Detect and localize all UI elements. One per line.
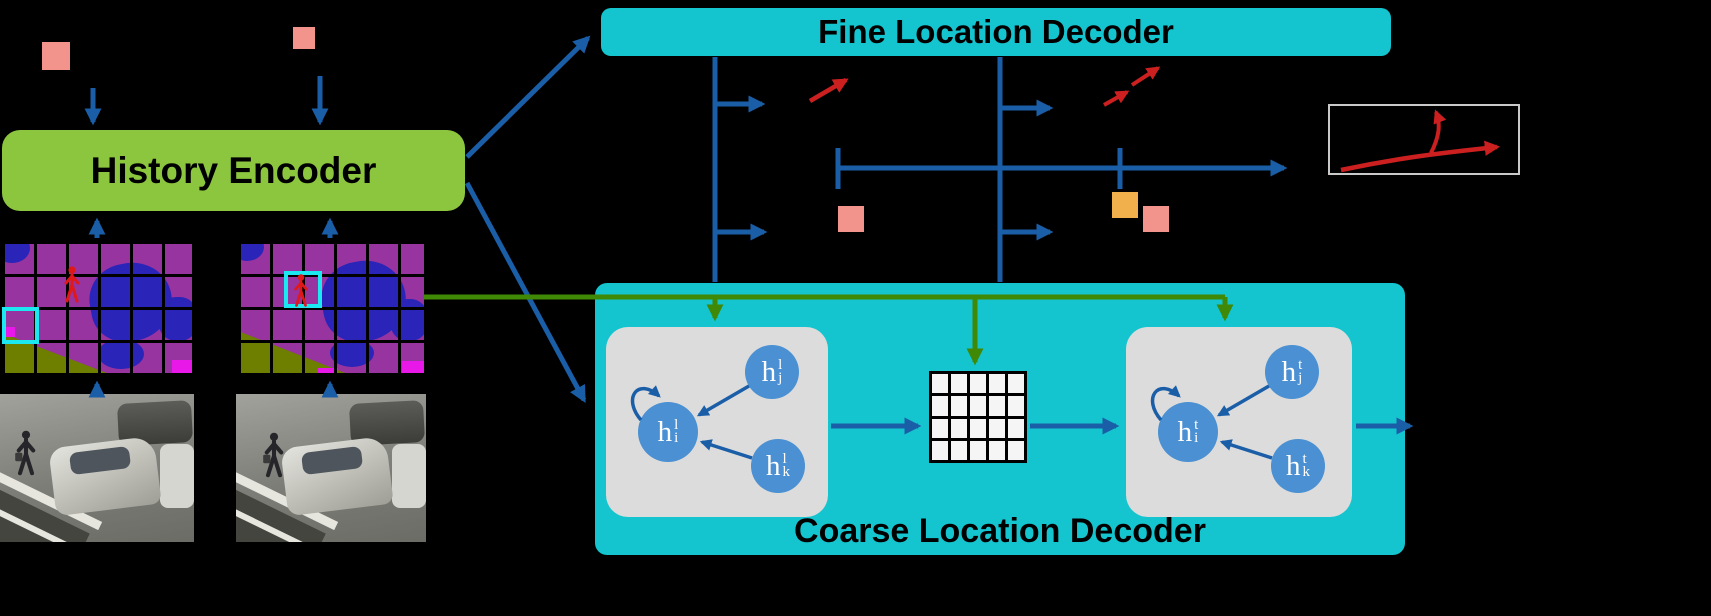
fine-offset-arrow-stept-a bbox=[1103, 90, 1130, 107]
predicted-trajectory-box bbox=[1328, 104, 1520, 175]
history-encoder-box: History Encoder bbox=[2, 130, 465, 211]
grid-cell bbox=[951, 396, 967, 416]
grid-cell bbox=[1008, 440, 1024, 460]
grid-cell bbox=[1008, 374, 1024, 394]
coarse-cell-marker-stept bbox=[1143, 206, 1169, 232]
photo-car-white bbox=[160, 444, 194, 508]
pedestrian-icon bbox=[64, 266, 80, 303]
pedestrian-icon bbox=[294, 274, 308, 307]
grid-cell bbox=[951, 440, 967, 460]
fine-location-decoder-box: Fine Location Decoder bbox=[601, 8, 1391, 56]
photo-car-silver bbox=[48, 435, 162, 517]
highlighted-cell bbox=[284, 271, 322, 308]
pedestrian-photo-icon bbox=[263, 432, 284, 478]
coarse-grid bbox=[929, 371, 1027, 463]
grid-cell bbox=[932, 440, 948, 460]
scene-photo-t2 bbox=[236, 394, 426, 542]
grid-cell bbox=[970, 418, 986, 438]
grid-cell bbox=[1008, 418, 1024, 438]
pedestrian-photo-icon bbox=[15, 430, 36, 476]
grid-cell bbox=[951, 374, 967, 394]
grid-cell bbox=[970, 396, 986, 416]
semantic-map-t2 bbox=[236, 239, 426, 376]
pedestrian-marker-t1 bbox=[42, 42, 70, 70]
grid-cell bbox=[989, 418, 1005, 438]
arrow-encoder-to-fine-decoder bbox=[465, 35, 591, 159]
photo-car-silver bbox=[280, 435, 394, 517]
grid-cell bbox=[989, 440, 1005, 460]
grid-cell bbox=[932, 374, 948, 394]
highlighted-cell bbox=[2, 307, 39, 344]
grid-cell bbox=[989, 396, 1005, 416]
photo-car-white bbox=[392, 444, 426, 508]
fine-location-decoder-label: Fine Location Decoder bbox=[818, 13, 1174, 50]
arrow-encoder-to-coarse-decoder bbox=[464, 181, 587, 403]
coarse-location-decoder-label: Coarse Location Decoder bbox=[794, 512, 1206, 550]
semantic-map-t1 bbox=[0, 239, 194, 376]
grid-cell bbox=[1008, 396, 1024, 416]
fine-offset-arrow-stept-b bbox=[1130, 66, 1161, 87]
car-window bbox=[300, 445, 364, 476]
grid-cell bbox=[989, 374, 1005, 394]
scene-photo-t1 bbox=[0, 394, 194, 542]
seg-gridlines bbox=[238, 241, 424, 374]
car-window bbox=[68, 445, 132, 476]
pedestrian-marker-t2 bbox=[293, 27, 315, 49]
grid-cell bbox=[932, 396, 948, 416]
coarse-cell-marker-step1 bbox=[838, 206, 864, 232]
history-encoder-label: History Encoder bbox=[90, 149, 377, 191]
coarse-cell-marker-alt bbox=[1112, 192, 1138, 218]
grid-cell bbox=[970, 440, 986, 460]
grid-cell bbox=[932, 418, 948, 438]
fine-offset-arrow-step1 bbox=[808, 78, 849, 103]
grid-cell bbox=[970, 374, 986, 394]
grid-cell bbox=[951, 418, 967, 438]
